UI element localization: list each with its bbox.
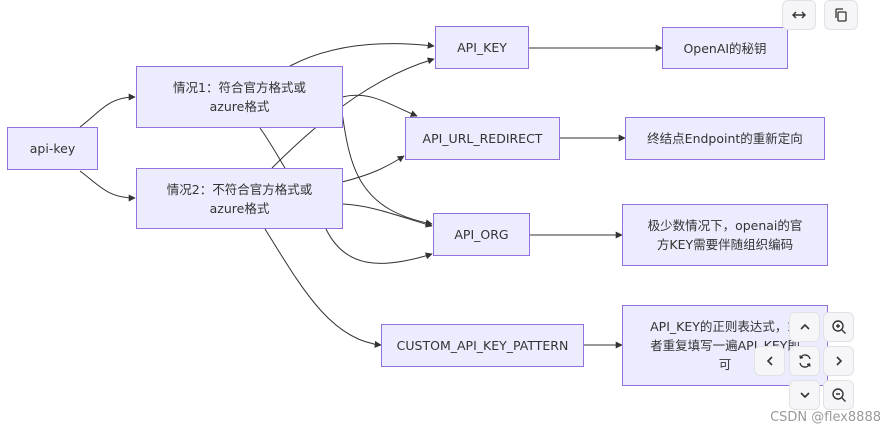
edge-case1-apikey <box>289 41 435 67</box>
node-pattern-note-label: API_KEY的正则表达式，或者重复填写一遍API_KEY即可 <box>650 319 800 372</box>
zoom-out-button[interactable] <box>823 380 854 410</box>
node-api-key-label: API_KEY <box>457 40 507 55</box>
edge-case2-pattern <box>264 228 382 348</box>
expand-button[interactable] <box>782 0 816 30</box>
node-endpoint-redirect-label: 终结点Endpoint的重新定向 <box>647 131 803 146</box>
refresh-icon <box>798 354 811 368</box>
node-api-key: API_KEY <box>435 26 529 69</box>
node-api-key-root: api-key <box>7 127 98 170</box>
node-openai-secret: OpenAI的秘钥 <box>662 27 788 69</box>
node-case1: 情况1：符合官方格式或azure格式 <box>136 66 343 128</box>
pan-right-button[interactable] <box>823 346 854 376</box>
node-org-note: 极少数情况下，openai的官方KEY需要伴随组织编码 <box>622 204 828 266</box>
watermark: CSDN @flex8888 <box>770 410 881 425</box>
chevron-down-icon <box>799 392 810 399</box>
edge-root-case2 <box>79 170 136 202</box>
copy-icon <box>835 8 847 22</box>
node-openai-secret-label: OpenAI的秘钥 <box>683 40 767 56</box>
pan-down-button[interactable] <box>789 380 820 410</box>
zoom-in-button[interactable] <box>823 312 854 342</box>
zoom-in-icon <box>831 320 846 334</box>
node-custom-api-key-pattern-label: CUSTOM_API_KEY_PATTERN <box>396 338 569 353</box>
reset-button[interactable] <box>789 346 820 376</box>
node-case2-label: 情况2：不符合官方格式或azure格式 <box>166 181 313 216</box>
node-org-note-label: 极少数情况下，openai的官方KEY需要伴随组织编码 <box>647 218 803 252</box>
node-custom-api-key-pattern: CUSTOM_API_KEY_PATTERN <box>381 324 584 367</box>
edge-root-case1 <box>79 93 136 128</box>
chevron-up-icon <box>799 323 810 330</box>
edge-case2-apiorg-b <box>341 203 433 228</box>
node-case2: 情况2：不符合官方格式或azure格式 <box>136 168 343 229</box>
edge-case2-urlredirect <box>341 155 405 183</box>
edge-case1-pattern <box>259 127 286 169</box>
node-api-key-root-label: api-key <box>29 141 76 156</box>
edge-case1-apiorg <box>341 111 433 227</box>
edge-case2-apikey <box>271 57 435 169</box>
horizontal-arrows-icon <box>792 11 806 19</box>
node-api-url-redirect: API_URL_REDIRECT <box>405 117 560 160</box>
edge-case1-urlredirect <box>341 94 418 117</box>
edge-case2-apiorg <box>325 228 433 264</box>
node-case1-label: 情况1：符合官方格式或azure格式 <box>173 80 306 114</box>
pan-left-button[interactable] <box>754 346 785 376</box>
zoom-out-icon <box>831 388 846 402</box>
pan-up-button[interactable] <box>789 312 820 342</box>
node-api-url-redirect-label: API_URL_REDIRECT <box>422 131 543 146</box>
node-pattern-note: API_KEY的正则表达式，或者重复填写一遍API_KEY即可 <box>622 305 828 386</box>
chevron-right-icon <box>835 356 842 366</box>
node-endpoint-redirect: 终结点Endpoint的重新定向 <box>625 117 825 160</box>
copy-button[interactable] <box>824 0 858 30</box>
chevron-left-icon <box>766 356 773 366</box>
node-api-org: API_ORG <box>433 213 530 256</box>
node-api-org-label: API_ORG <box>454 227 509 242</box>
